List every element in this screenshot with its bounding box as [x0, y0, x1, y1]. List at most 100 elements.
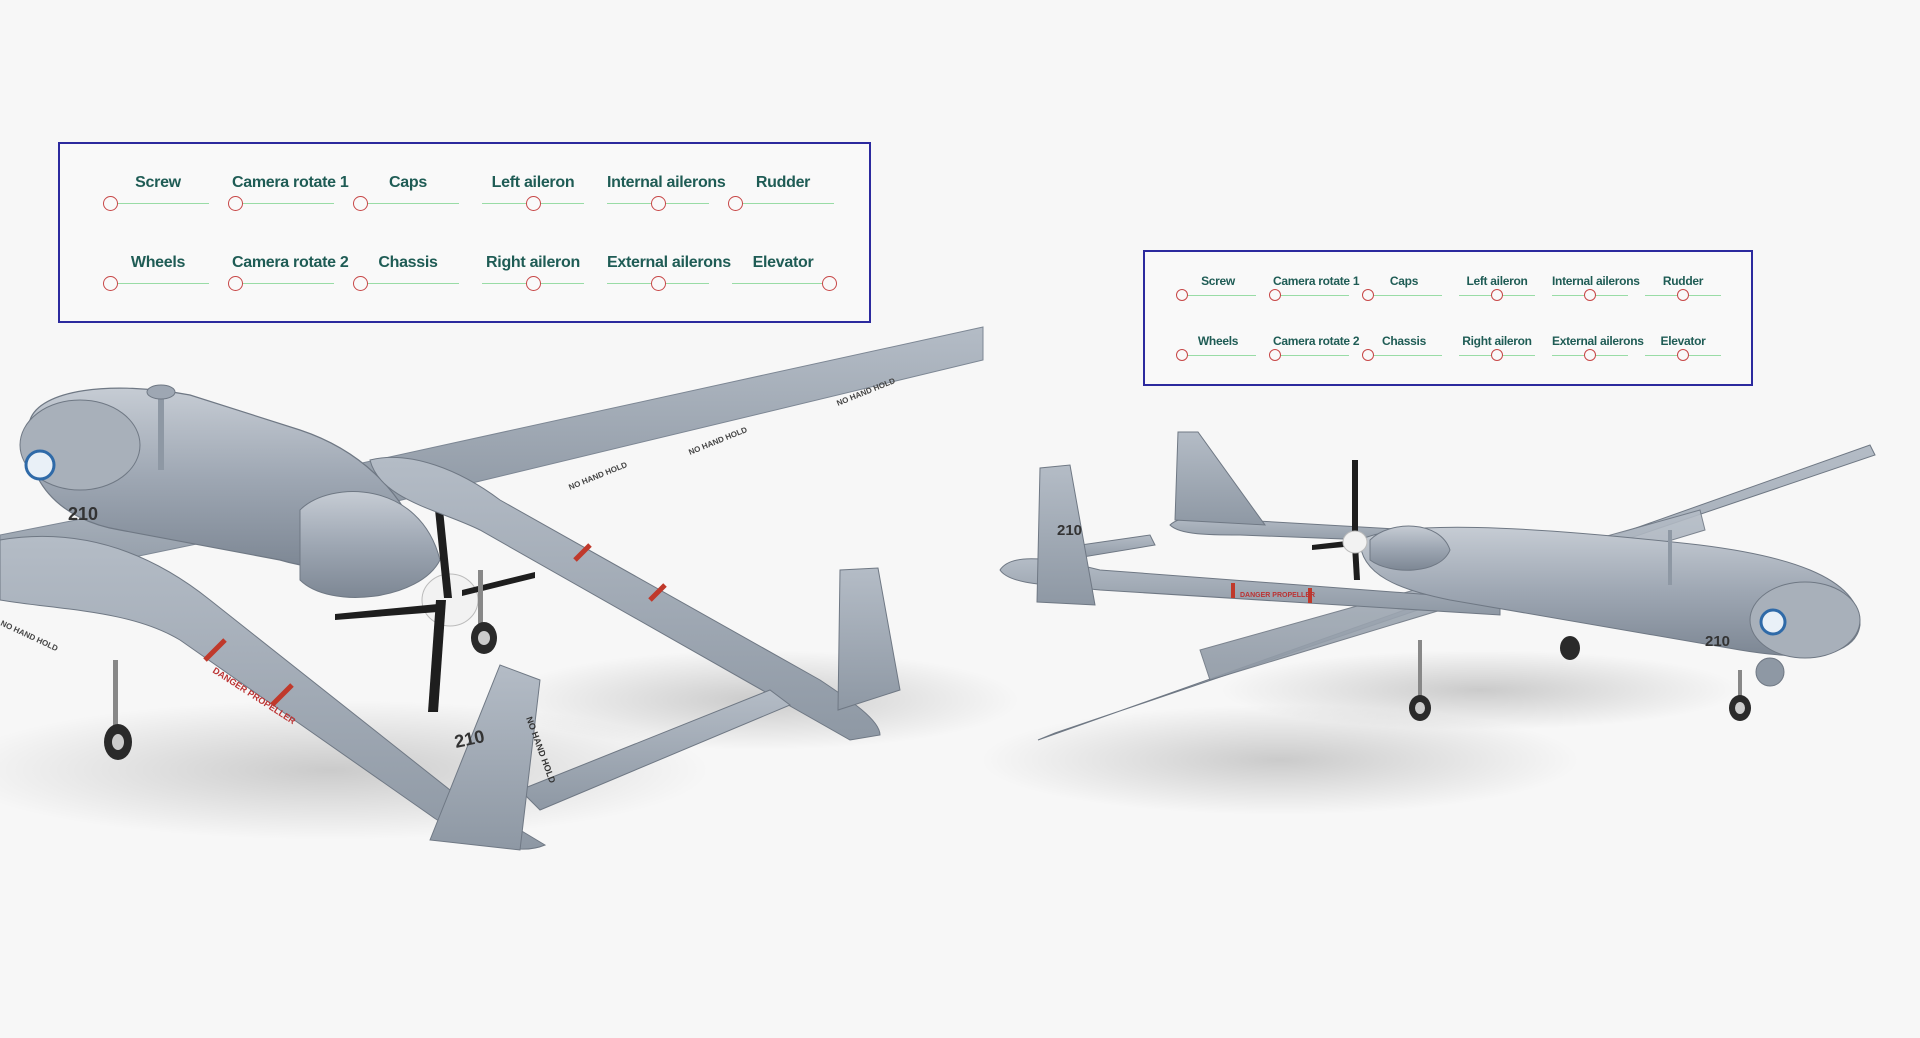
wheel-main-hub	[478, 631, 490, 645]
gear-main-strut	[1418, 640, 1422, 700]
roundel-icon	[24, 449, 56, 481]
slider-label: Screw	[1201, 274, 1235, 288]
nose-dome-right	[1749, 581, 1861, 659]
slider-knob[interactable]	[1176, 349, 1188, 361]
slider-track[interactable]	[732, 203, 834, 204]
slider-rudder[interactable]: Rudder	[1645, 274, 1721, 304]
slider-knob[interactable]	[526, 276, 541, 291]
tail-boom-near	[0, 536, 547, 850]
slider-knob[interactable]	[1677, 349, 1689, 361]
spinner-right	[1342, 530, 1368, 554]
slider-track[interactable]	[1180, 295, 1256, 296]
slider-external-ailerons[interactable]: External ailerons	[1552, 334, 1644, 364]
slider-caps[interactable]: Caps	[1362, 274, 1442, 304]
slider-knob[interactable]	[353, 276, 368, 291]
slider-left-aileron[interactable]: Left aileron	[1459, 274, 1535, 304]
slider-label: Wheels	[1197, 334, 1239, 348]
slider-label: Wheels	[130, 254, 186, 271]
slider-internal-ailerons[interactable]: Internal ailerons	[1552, 274, 1640, 304]
slider-label: Right aileron	[1462, 334, 1532, 348]
slider-camera-rotate-1[interactable]: Camera rotate 1	[1269, 274, 1360, 304]
slider-knob[interactable]	[822, 276, 837, 291]
slider-label: External ailerons	[607, 254, 731, 271]
slider-track[interactable]	[357, 203, 459, 204]
slider-track[interactable]	[1273, 295, 1349, 296]
slider-internal-ailerons[interactable]: Internal ailerons	[607, 174, 726, 214]
slider-knob[interactable]	[1269, 349, 1281, 361]
slider-right-aileron[interactable]: Right aileron	[482, 254, 584, 294]
slider-screw[interactable]: Screw	[103, 174, 209, 214]
drone-left[interactable]: 210 DANGER PROPELLER 210 NO HAND HOLD NO	[0, 326, 1020, 851]
tail-boom-far	[369, 456, 881, 741]
slider-label: Camera rotate 1	[1273, 274, 1360, 288]
slider-elevator[interactable]: Elevator	[732, 254, 837, 294]
slider-wheels[interactable]: Wheels	[103, 254, 209, 294]
slider-chassis[interactable]: Chassis	[1362, 334, 1442, 364]
slider-label: Camera rotate 1	[232, 174, 349, 191]
fin-number-right: 210	[1057, 522, 1082, 539]
slider-right-aileron[interactable]: Right aileron	[1459, 334, 1535, 364]
slider-rudder[interactable]: Rudder	[728, 174, 834, 214]
slider-track[interactable]	[1366, 295, 1442, 296]
control-panel-right: Screw Camera rotate 1 Caps Left aileron …	[1143, 250, 1753, 386]
slider-knob[interactable]	[353, 196, 368, 211]
wing-marking-1: NO HAND HOLD	[567, 460, 628, 492]
slider-track[interactable]	[357, 283, 459, 284]
slider-label: Right aileron	[486, 254, 580, 271]
prop-blade-bottom	[1352, 545, 1360, 580]
slider-chassis[interactable]: Chassis	[353, 254, 459, 294]
slider-elevator[interactable]: Elevator	[1645, 334, 1721, 364]
slider-camera-rotate-2[interactable]: Camera rotate 2	[228, 254, 349, 294]
drone-right[interactable]: DANGER PROPELLER 210 210	[980, 431, 1876, 815]
slider-track[interactable]	[1366, 355, 1442, 356]
slider-knob[interactable]	[1677, 289, 1689, 301]
slider-caps[interactable]: Caps	[353, 174, 459, 214]
antenna-right	[1668, 530, 1672, 585]
slider-knob[interactable]	[1176, 289, 1188, 301]
slider-knob[interactable]	[651, 276, 666, 291]
slider-knob[interactable]	[1491, 349, 1503, 361]
slider-knob[interactable]	[1362, 289, 1374, 301]
roundel-icon-right	[1759, 608, 1787, 636]
engine-nacelle	[299, 491, 441, 598]
slider-camera-rotate-1[interactable]: Camera rotate 1	[228, 174, 349, 214]
slider-track[interactable]	[732, 283, 834, 284]
slider-track[interactable]	[232, 203, 334, 204]
slider-track[interactable]	[107, 203, 209, 204]
slider-knob[interactable]	[103, 196, 118, 211]
slider-knob[interactable]	[728, 196, 743, 211]
slider-label: Chassis	[1382, 334, 1426, 348]
gear-strut-front	[113, 660, 118, 730]
slider-camera-rotate-2[interactable]: Camera rotate 2	[1269, 334, 1360, 364]
slider-track[interactable]	[1273, 355, 1349, 356]
slider-external-ailerons[interactable]: External ailerons	[607, 254, 731, 294]
slider-knob[interactable]	[103, 276, 118, 291]
horizontal-stabilizer	[519, 689, 791, 811]
slider-track[interactable]	[1180, 355, 1256, 356]
slider-screw[interactable]: Screw	[1176, 274, 1256, 304]
vertical-fin-far	[837, 567, 901, 711]
slider-left-aileron[interactable]: Left aileron	[482, 174, 584, 214]
boom-warning-text-right: DANGER PROPELLER	[1240, 592, 1315, 599]
slider-label: Camera rotate 2	[1273, 334, 1360, 348]
slider-knob[interactable]	[228, 196, 243, 211]
slider-label: Left aileron	[491, 174, 575, 191]
slider-knob[interactable]	[228, 276, 243, 291]
slider-knob[interactable]	[1584, 349, 1596, 361]
slider-wheels[interactable]: Wheels	[1176, 334, 1256, 364]
slider-track[interactable]	[232, 283, 334, 284]
slider-label: External ailerons	[1552, 334, 1644, 348]
slider-knob[interactable]	[651, 196, 666, 211]
control-panel-left: Screw Camera rotate 1 Caps Left aileron …	[58, 142, 871, 323]
slider-knob[interactable]	[1491, 289, 1503, 301]
fuselage-number: 210	[68, 504, 98, 524]
antenna-dish	[146, 384, 176, 400]
slider-knob[interactable]	[1362, 349, 1374, 361]
slider-track[interactable]	[107, 283, 209, 284]
slider-knob[interactable]	[526, 196, 541, 211]
slider-knob[interactable]	[1269, 289, 1281, 301]
slider-label: Caps	[1389, 274, 1419, 288]
slider-label: Screw	[135, 174, 181, 191]
slider-knob[interactable]	[1584, 289, 1596, 301]
